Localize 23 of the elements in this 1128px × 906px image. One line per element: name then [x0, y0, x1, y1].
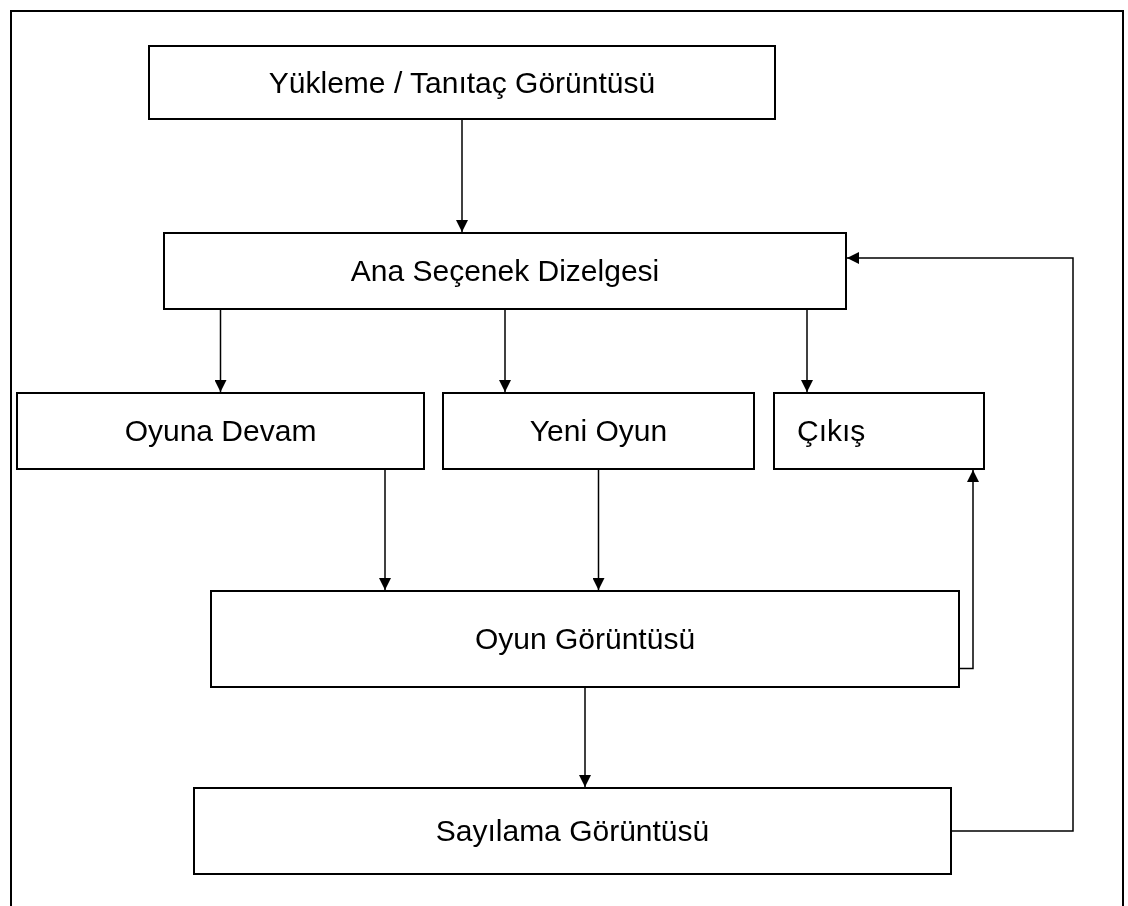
box-label: Çıkış [797, 414, 866, 448]
arrow [456, 119, 468, 233]
box-label: Oyun Görüntüsü [474, 622, 696, 656]
arrow [214, 309, 227, 393]
arrow [592, 469, 605, 591]
process-box [210, 590, 960, 688]
arrow [499, 309, 511, 393]
arrow [579, 687, 591, 788]
box-label: Yeni Oyun [529, 414, 668, 448]
box-label: Ana Seçenek Dizelgesi [350, 254, 660, 288]
arrow [379, 469, 391, 591]
process-box [773, 392, 985, 470]
process-box [163, 232, 847, 310]
box-label: Yükleme / Tanıtaç Görüntüsü [268, 65, 656, 100]
arrow [846, 252, 1074, 832]
process-box [148, 45, 776, 120]
arrow [801, 309, 813, 393]
process-box [442, 392, 755, 470]
box-label: Oyuna Devam [124, 414, 317, 448]
arrow [959, 469, 979, 670]
process-box [193, 787, 952, 875]
process-box [16, 392, 425, 470]
box-label: Sayılama Görüntüsü [435, 814, 710, 848]
